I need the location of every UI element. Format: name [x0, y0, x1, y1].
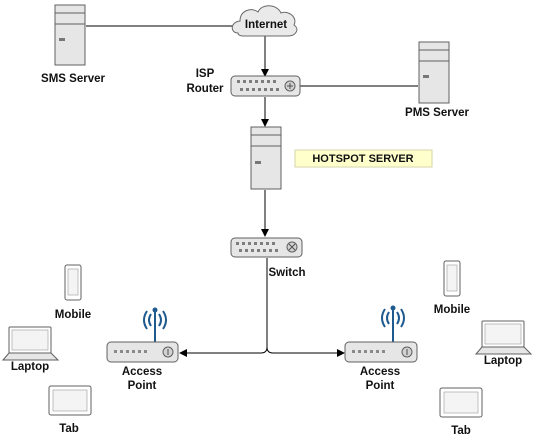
- switch-icon: [230, 237, 303, 258]
- server-icon: [54, 4, 86, 66]
- laptop-icon: [474, 320, 533, 355]
- left-access-point-label-line-2: Point: [128, 380, 157, 392]
- access-point-icon: [106, 341, 179, 363]
- server-icon: [250, 126, 282, 190]
- tablet-icon: [439, 387, 483, 418]
- right-access-point-label-line-1: Access: [360, 366, 400, 378]
- sms-server-label: SMS Server: [41, 73, 105, 85]
- hotspot-server-label-highlight: [294, 149, 433, 168]
- hotspot-server-label: HOTSPOT SERVER: [312, 153, 413, 165]
- mobile-phone-icon: [64, 264, 82, 301]
- antenna-tip-icon: [390, 305, 396, 311]
- right-access-point-label-line-2: Point: [366, 380, 395, 392]
- router-icon: [230, 75, 301, 97]
- server-icon: [418, 41, 450, 104]
- wifi-antenna-icon: [381, 308, 405, 342]
- wifi-antenna-icon: [143, 310, 167, 342]
- switch-to-right-access-point-line: [266, 346, 345, 357]
- left-tab[interactable]: Tab: [48, 385, 92, 435]
- right-mobile-label: Mobile: [434, 304, 470, 316]
- left-laptop-label: Laptop: [11, 361, 49, 373]
- left-access-point-label-line-1: Access: [122, 366, 162, 378]
- internet-cloud[interactable]: Internet: [231, 5, 298, 37]
- internet-label: Internet: [245, 19, 287, 31]
- mobile-phone-icon: [443, 260, 461, 297]
- left-laptop[interactable]: Laptop: [1, 326, 60, 373]
- right-mobile[interactable]: Mobile: [434, 260, 470, 316]
- isp-router-label-line-2: Router: [186, 83, 224, 95]
- isp-router[interactable]: ISP Router: [186, 68, 301, 97]
- right-access-point[interactable]: Access Point: [344, 305, 418, 393]
- left-mobile-label: Mobile: [55, 309, 91, 321]
- tablet-icon: [48, 385, 92, 416]
- pms-server[interactable]: PMS Server: [405, 41, 469, 119]
- isp-router-label-line-1: ISP: [196, 68, 215, 80]
- switch-label: Switch: [268, 267, 305, 279]
- left-tab-label: Tab: [59, 423, 79, 435]
- sms-server[interactable]: SMS Server: [41, 4, 105, 85]
- connectors: [86, 25, 418, 357]
- left-access-point[interactable]: Access Point: [106, 307, 179, 393]
- cloud-icon: [231, 5, 298, 37]
- right-tab[interactable]: Tab: [439, 387, 483, 437]
- pms-server-label: PMS Server: [405, 107, 469, 119]
- hotspot-server[interactable]: HOTSPOT SERVER: [250, 126, 433, 190]
- antenna-tip-icon: [152, 307, 158, 313]
- switch[interactable]: Switch: [230, 237, 306, 279]
- right-tab-label: Tab: [451, 425, 471, 437]
- right-laptop-label: Laptop: [484, 355, 522, 367]
- right-laptop[interactable]: Laptop: [474, 320, 533, 367]
- laptop-icon: [1, 326, 60, 361]
- access-point-icon: [344, 341, 418, 363]
- left-mobile[interactable]: Mobile: [55, 264, 91, 321]
- switch-to-left-access-point-line: [179, 258, 268, 357]
